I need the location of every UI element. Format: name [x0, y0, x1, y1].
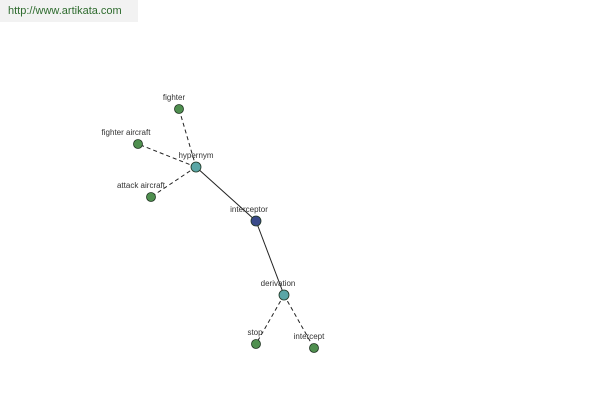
graph-labels: fighter fighter aircraft hypernym attack ai… [102, 93, 326, 341]
node-label-derivation[interactable]: derivation [261, 279, 296, 288]
graph-edges [137, 108, 315, 349]
edge-hypernym-fighter [178, 108, 197, 168]
edge-interceptor-derivation [255, 220, 285, 296]
node-fighter-aircraft-leaf-node-icon[interactable] [133, 139, 143, 149]
edge-hypernym-attack-aircraft [150, 166, 197, 198]
node-derivation-relation-node-icon[interactable] [278, 289, 290, 301]
node-label-interceptor[interactable]: interceptor [230, 205, 268, 214]
graph-nodes [133, 104, 319, 353]
node-hypernym-relation-node-icon[interactable] [190, 161, 202, 173]
site-url-link[interactable]: http://www.artikata.com [0, 0, 138, 22]
edge-derivation-stop [255, 294, 285, 345]
node-label-stop[interactable]: stop [247, 328, 263, 337]
node-label-intercept[interactable]: intercept [294, 332, 325, 341]
node-interceptor-center-node-icon[interactable] [250, 215, 262, 227]
node-label-hypernym[interactable]: hypernym [178, 151, 213, 160]
node-label-fighter-aircraft[interactable]: fighter aircraft [102, 128, 152, 137]
node-label-fighter[interactable]: fighter [163, 93, 186, 102]
node-label-attack-aircraft[interactable]: attack aircraft [117, 181, 166, 190]
node-stop-leaf-node-icon[interactable] [251, 339, 261, 349]
node-fighter-leaf-node-icon[interactable] [174, 104, 184, 114]
node-intercept-leaf-node-icon[interactable] [309, 343, 319, 353]
edge-hypernym-fighter-aircraft [137, 143, 197, 168]
node-attack-aircraft-leaf-node-icon[interactable] [146, 192, 156, 202]
edge-derivation-intercept [283, 294, 315, 349]
edge-interceptor-hypernym [195, 166, 257, 222]
